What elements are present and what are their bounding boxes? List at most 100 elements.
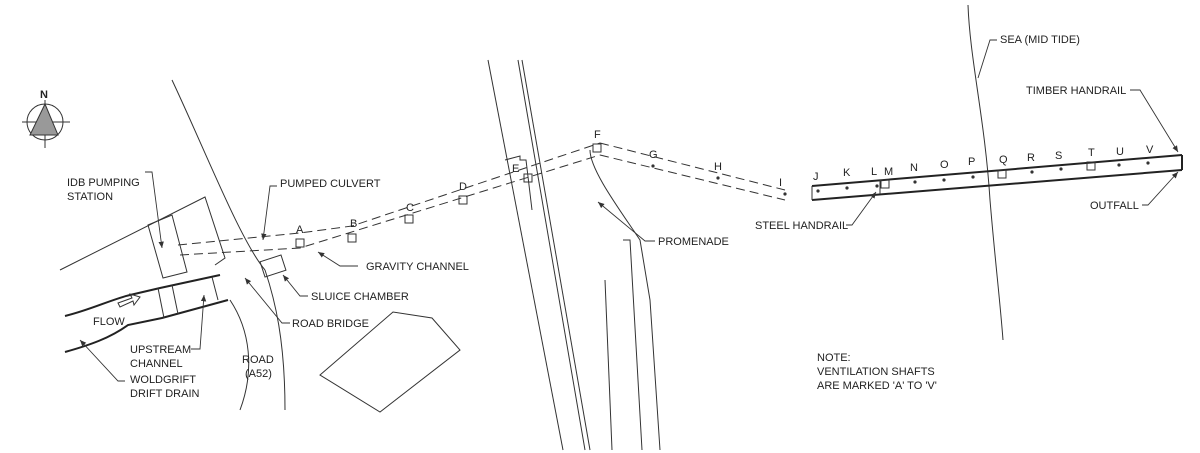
shaft-label: I — [779, 177, 782, 189]
shaft-label: E — [512, 163, 519, 175]
upstream-channel — [64, 274, 229, 353]
shaft-m: M — [880, 166, 893, 189]
outfall-pipe — [811, 154, 1183, 201]
shaft-marker-icon — [880, 179, 890, 189]
shaft-label: O — [940, 159, 949, 171]
label-upstream: UPSTREAM — [130, 344, 191, 356]
shaft-label: V — [1146, 144, 1154, 156]
label-pumped-culvert: PUMPED CULVERT — [280, 178, 381, 190]
note-line-2: ARE MARKED 'A' TO 'V' — [817, 380, 937, 392]
shaft-label: P — [968, 156, 975, 168]
shaft-marker-icon — [523, 173, 533, 183]
culverts — [177, 142, 786, 278]
shaft-q: Q — [997, 154, 1008, 179]
shaft-label: N — [910, 162, 918, 174]
shaft-u: U — [1116, 146, 1124, 167]
note-line-1: VENTILATION SHAFTS — [817, 366, 935, 378]
shaft-h: H — [714, 161, 722, 180]
shaft-label: J — [813, 171, 819, 183]
shaft-marker-icon — [913, 180, 917, 184]
sluice-chamber — [259, 254, 287, 278]
shaft-marker-icon — [783, 192, 787, 196]
shaft-s: S — [1055, 150, 1063, 171]
shaft-n: N — [910, 162, 918, 184]
shaft-marker-icon — [1059, 167, 1063, 171]
shaft-label: S — [1055, 150, 1062, 162]
shaft-f: F — [592, 129, 602, 153]
north-arrow-icon: N — [22, 89, 70, 148]
label-woldgrift: WOLDGRIFT — [130, 374, 196, 386]
promenade-lines — [487, 4, 1004, 451]
shaft-marker-icon — [592, 143, 602, 153]
road-lines — [59, 79, 461, 413]
shaft-p: P — [968, 156, 975, 179]
label-road-a52: (A52) — [245, 368, 272, 380]
shaft-o: O — [940, 159, 949, 182]
leader-lines — [79, 39, 1179, 382]
label-promenade: PROMENADE — [658, 236, 729, 248]
shaft-marker-icon — [997, 169, 1007, 179]
shaft-marker-icon — [1146, 161, 1150, 165]
shaft-marker-icon — [651, 164, 655, 168]
shaft-label: T — [1088, 147, 1095, 159]
shaft-v: V — [1146, 144, 1154, 165]
shaft-marker-icon — [1086, 161, 1096, 171]
shaft-label: F — [594, 129, 601, 141]
label-idb-pumping: IDB PUMPING — [67, 177, 140, 189]
shaft-label: B — [350, 218, 357, 230]
label-channel: CHANNEL — [130, 358, 183, 370]
shaft-label: U — [1116, 146, 1124, 158]
shaft-t: T — [1086, 147, 1096, 171]
label-gravity-channel: GRAVITY CHANNEL — [366, 261, 469, 273]
shaft-marker-icon — [404, 214, 414, 224]
shaft-a: A — [295, 224, 305, 248]
shaft-c: C — [404, 202, 414, 224]
shaft-k: K — [843, 167, 851, 190]
shaft-label: D — [459, 181, 467, 193]
label-timber-handrail: TIMBER HANDRAIL — [1026, 85, 1126, 97]
shaft-label: G — [649, 149, 658, 161]
label-outfall: OUTFALL — [1090, 200, 1139, 212]
flow-arrow-icon — [117, 293, 141, 308]
label-drift-drain: DRIFT DRAIN — [130, 388, 200, 400]
shaft-g: G — [649, 149, 658, 168]
shaft-j: J — [813, 171, 820, 193]
shaft-marker-icon — [458, 195, 468, 205]
shaft-label: C — [406, 202, 414, 214]
shaft-marker-icon — [845, 186, 849, 190]
shaft-r: R — [1027, 152, 1035, 174]
label-flow: FLOW — [93, 316, 125, 328]
shaft-marker-icon — [1030, 170, 1034, 174]
shaft-marker-icon — [295, 238, 305, 248]
shaft-e: E — [512, 163, 533, 183]
shaft-b: B — [347, 218, 357, 243]
shaft-label: H — [714, 161, 722, 173]
shaft-marker-icon — [716, 176, 720, 180]
shaft-label: M — [884, 166, 893, 178]
shaft-marker-icon — [971, 175, 975, 179]
sea-mid-tide-line — [967, 4, 1004, 341]
shaft-l: L — [871, 166, 879, 188]
label-road-bridge: ROAD BRIDGE — [292, 318, 369, 330]
shaft-label: L — [871, 166, 877, 178]
label-road: ROAD — [242, 354, 274, 366]
label-sluice-chamber: SLUICE CHAMBER — [311, 291, 409, 303]
shaft-label: K — [843, 167, 851, 179]
label-idb-station: STATION — [67, 191, 113, 203]
shaft-i: I — [779, 177, 787, 196]
note-title: NOTE: — [817, 352, 851, 364]
shaft-marker-icon — [875, 184, 879, 188]
shaft-label: A — [296, 224, 304, 236]
shaft-marker-icon — [347, 233, 357, 243]
label-steel-handrail: STEEL HANDRAIL — [755, 220, 848, 232]
north-label: N — [40, 89, 48, 101]
shaft-label: R — [1027, 152, 1035, 164]
building-outline — [319, 311, 461, 413]
shaft-marker-icon — [816, 189, 820, 193]
shaft-label: Q — [999, 154, 1008, 166]
shaft-marker-icon — [1117, 163, 1121, 167]
shaft-d: D — [458, 181, 468, 205]
